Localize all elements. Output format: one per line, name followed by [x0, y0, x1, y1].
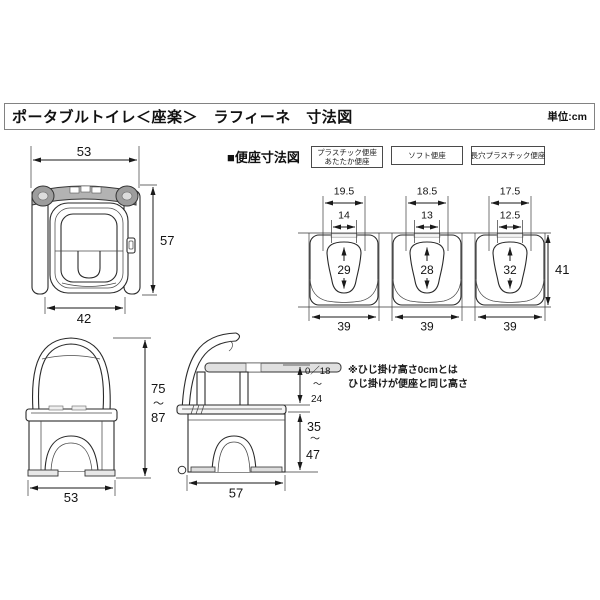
seat-height-min: 35 [307, 420, 321, 434]
top-view-width-bottom: 42 [77, 311, 91, 326]
armrest-note-line2: ひじ掛けが便座と同じ高さ [348, 379, 468, 390]
side-view-drawing: 0／18 ～ 24 35 ～ 47 57 [176, 332, 342, 501]
seat-type-label: あたたか便座 [324, 157, 370, 166]
page-title: ポータブルトイレ＜座楽＞ ラフィーネ 寸法図 [12, 109, 353, 126]
seat1-outer-width: 19.5 [334, 186, 355, 198]
seat2-outer-width: 18.5 [417, 186, 438, 198]
seat1-hole-length: 29 [337, 263, 351, 277]
seat3-inner-width: 12.5 [500, 210, 521, 222]
seat1-base-width: 39 [337, 320, 351, 334]
range-tilde: ～ [313, 379, 322, 389]
seat-type-label: ソフト便座 [408, 151, 446, 160]
seat-diagram-long-hole: 17.5 12.5 32 39 [474, 186, 546, 334]
seat2-base-width: 39 [420, 320, 434, 334]
side-width: 57 [229, 486, 243, 501]
seat-diagram-soft: 18.5 13 28 39 [391, 186, 463, 334]
title-bar: ポータブルトイレ＜座楽＞ ラフィーネ 寸法図 単位:cm [4, 103, 595, 130]
seat-section-heading: ■便座寸法図 [227, 150, 300, 165]
seat-dimension-diagram: 19.5 14 29 39 18.5 13 28 39 [298, 186, 569, 334]
armrest-height-max: 24 [311, 394, 323, 405]
range-tilde: ～ [310, 434, 320, 445]
front-view-drawing: 75 ～ 87 53 [25, 337, 165, 505]
seat2-inner-width: 13 [421, 210, 433, 222]
seat-height-max: 47 [306, 448, 320, 462]
seat3-outer-width: 17.5 [500, 186, 521, 198]
seat3-hole-length: 32 [503, 263, 517, 277]
unit-label: 単位:cm [547, 111, 587, 123]
seat-type-label: プラスチック便座 [317, 148, 377, 157]
armrest-note-line1: ※ひじ掛け高さ0cmとは [348, 365, 458, 376]
armrest-note: ※ひじ掛け高さ0cmとは ひじ掛けが便座と同じ高さ [348, 364, 468, 392]
armrest-height-min: 0／18 [305, 366, 330, 377]
seat-diagram-plastic: 19.5 14 29 39 [308, 186, 380, 334]
range-tilde: ～ [153, 398, 164, 410]
seat2-hole-length: 28 [420, 263, 434, 277]
seat-depth: 41 [555, 262, 569, 277]
seat-type-label: 長穴プラスチック便座 [470, 151, 546, 160]
seat-type-long-hole: 長穴プラスチック便座 [471, 146, 545, 165]
toilet-front-outline [25, 337, 118, 477]
front-width: 53 [64, 490, 78, 505]
top-view-width-top: 53 [77, 144, 91, 159]
top-view-depth: 57 [160, 233, 174, 248]
front-height-min: 75 [151, 381, 165, 396]
front-height-max: 87 [151, 410, 165, 425]
seat1-inner-width: 14 [338, 210, 350, 222]
seat3-base-width: 39 [503, 320, 517, 334]
toilet-top-outline [31, 185, 141, 295]
top-view-drawing: 53 57 42 [30, 144, 174, 326]
seat-type-plastic: プラスチック便座 あたたか便座 [311, 146, 383, 168]
seat-type-soft: ソフト便座 [391, 146, 463, 165]
